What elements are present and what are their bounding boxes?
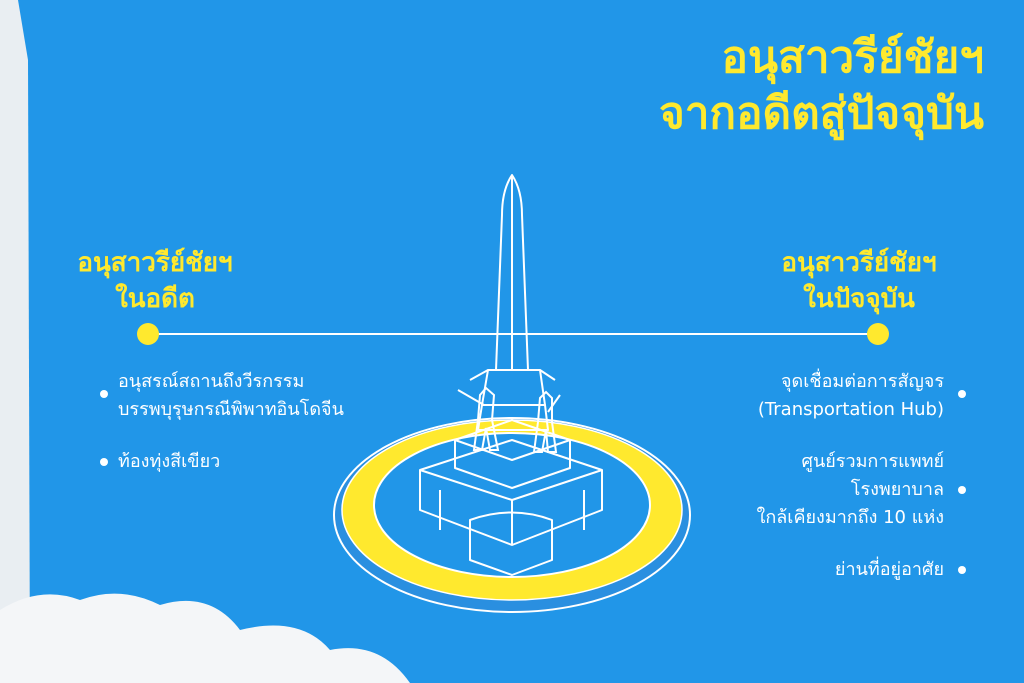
cloud-decoration [0,593,410,683]
timeline-dot-present [867,323,889,345]
past-list: อนุสรณ์สถานถึงวีรกรรม บรรพบุรุษกรณีพิพาท… [100,368,344,500]
present-heading-line-1: อนุสาวรีย์ชัยฯ [781,248,937,278]
present-item-text: ศูนย์รวมการแพทย์ โรงพยาบาล ใกล้เคียงมากถ… [756,451,944,528]
bullet-dot-icon [958,390,966,398]
bullet-dot-icon [958,566,966,574]
title-line-1: อนุสาวรีย์ชัยฯ [721,32,984,83]
list-item: อนุสรณ์สถานถึงวีรกรรม บรรพบุรุษกรณีพิพาท… [100,368,344,424]
list-item: ศูนย์รวมการแพทย์ โรงพยาบาล ใกล้เคียงมากถ… [756,448,966,532]
list-item: ท้องทุ่งสีเขียว [100,448,344,476]
past-item-text: ท้องทุ่งสีเขียว [118,451,221,472]
present-item-text: ย่านที่อยู่อาศัย [834,559,944,580]
bullet-dot-icon [958,486,966,494]
bullet-dot-icon [100,390,108,398]
timeline-dot-past [137,323,159,345]
present-heading: อนุสาวรีย์ชัยฯ ในปัจจุบัน [754,245,964,317]
present-heading-line-2: ในปัจจุบัน [803,284,915,314]
present-list: จุดเชื่อมต่อการสัญจร (Transportation Hub… [756,368,966,608]
page-title: อนุสาวรีย์ชัยฯ จากอดีตสู่ปัจจุบัน [659,30,984,142]
statues [457,386,561,453]
monument-base [419,419,603,576]
list-item: ย่านที่อยู่อาศัย [757,556,966,584]
title-line-2: จากอดีตสู่ปัจจุบัน [658,88,984,139]
obelisk [469,174,556,431]
list-item: จุดเชื่อมต่อการสัญจร (Transportation Hub… [757,368,966,424]
past-item-text: อนุสรณ์สถานถึงวีรกรรม บรรพบุรุษกรณีพิพาท… [118,371,344,420]
past-heading-line-1: อนุสาวรีย์ชัยฯ [77,248,233,278]
bullet-dot-icon [100,458,108,466]
past-heading: อนุสาวรีย์ชัยฯ ในอดีต [55,245,255,317]
past-heading-line-2: ในอดีต [115,284,195,314]
present-item-text: จุดเชื่อมต่อการสัญจร (Transportation Hub… [757,371,944,420]
left-pillar-decoration [0,0,30,683]
